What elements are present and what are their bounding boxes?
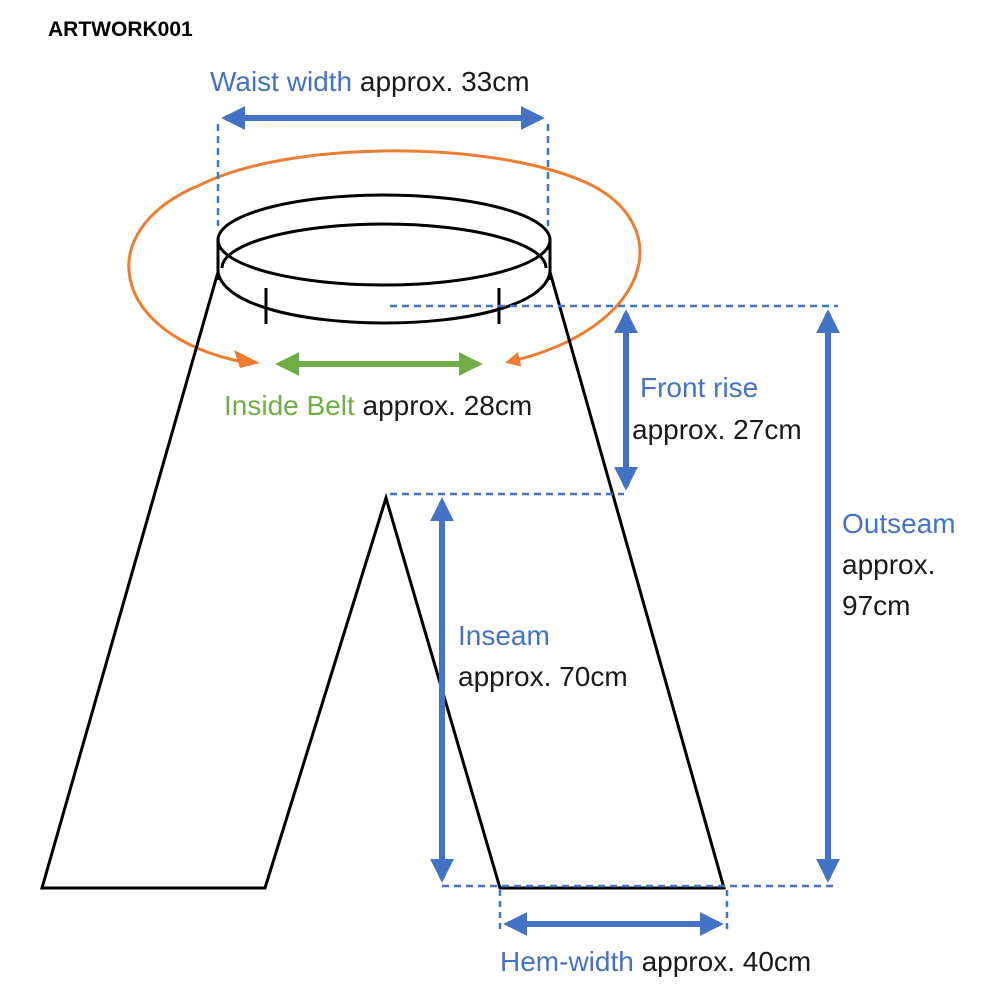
waist-circumference-arc xyxy=(127,149,642,367)
artwork-id: ARTWORK001 xyxy=(48,18,193,41)
inseam-value: approx. 70cm xyxy=(458,661,628,692)
hem-width-name: Hem-width xyxy=(500,946,634,977)
front-rise-value: approx. 27cm xyxy=(632,414,802,445)
waist-width-value: approx. 33cm xyxy=(359,66,530,97)
waistband-top-rim xyxy=(216,193,552,287)
waistband-inner-rim xyxy=(220,222,548,269)
waistband-lower-edge xyxy=(216,271,552,325)
hem-width-value: approx. 40cm xyxy=(641,946,812,977)
outseam-value-line1: approx. xyxy=(842,549,936,580)
inside-belt-name: Inside Belt xyxy=(224,390,355,421)
waist-circumference-arrowhead-left xyxy=(234,350,260,368)
inside-belt-value: approx. 28cm xyxy=(362,390,533,421)
inside-belt-label: Inside Belt approx. 28cm xyxy=(224,386,532,426)
outseam-name: Outseam xyxy=(842,508,956,539)
pants-outline xyxy=(40,193,726,890)
waist-width-name: Waist width xyxy=(210,66,353,97)
waist-width-measure xyxy=(216,106,550,226)
hem-width-label: Hem-width approx. 40cm xyxy=(500,942,811,982)
inseam-name: Inseam xyxy=(458,620,550,651)
outseam-value-line2: 97cm xyxy=(842,590,911,621)
waist-width-label: Waist width approx. 33cm xyxy=(210,62,530,102)
left-leg-outline xyxy=(40,271,726,890)
front-rise-name: Front rise xyxy=(640,372,759,403)
